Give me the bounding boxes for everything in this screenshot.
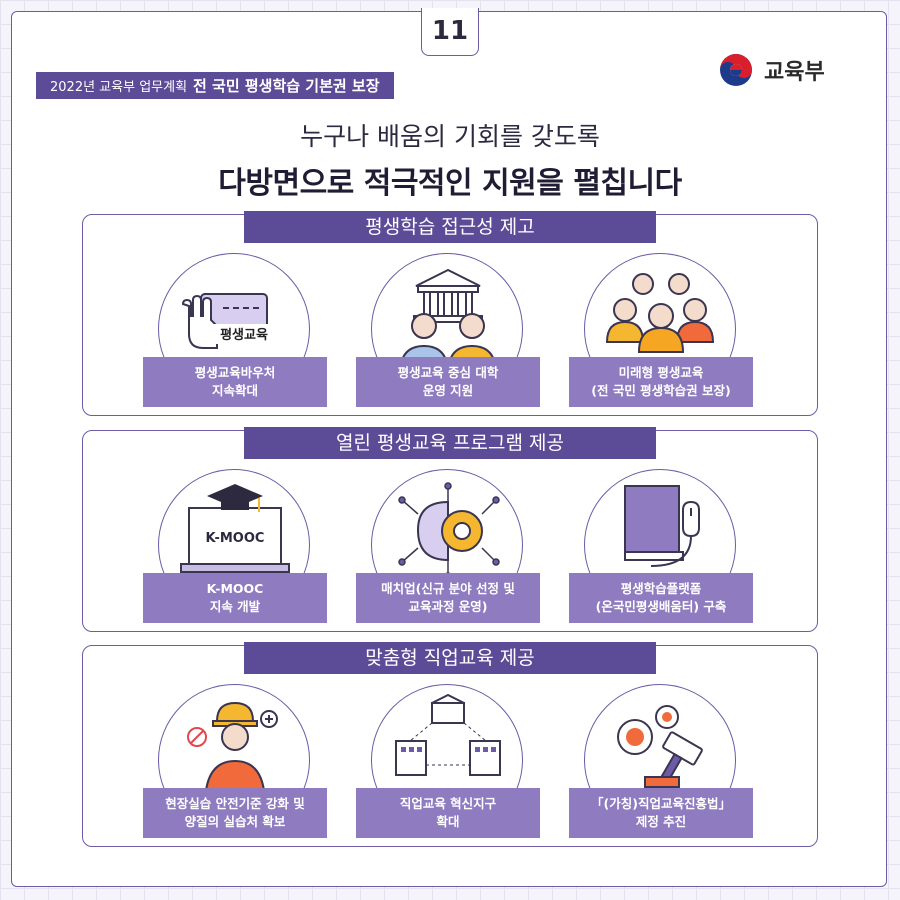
header-prefix: 2022년 교육부 업무계획: [50, 80, 188, 95]
svg-text:K-MOOC: K-MOOC: [206, 531, 265, 546]
law-gavel-icon: [617, 705, 703, 791]
item-label: 평생학습플랫폼 (온국민평생배움터) 구축: [569, 573, 753, 623]
taegeuk-icon: [720, 54, 752, 86]
crowd-people-icon: [605, 273, 715, 353]
item-label: 평생교육 중심 대학 운영 지원: [356, 357, 540, 407]
logo-text: 교육부: [764, 60, 825, 85]
headline-line1: 누구나 배움의 기회를 갖도록: [300, 122, 600, 151]
section-vocational: 맞춤형 직업교육 제공 현장실습 안전기준 강화 및 양질의 실습처 확보: [82, 642, 818, 847]
kmooc-laptop-icon: K-MOOC: [180, 484, 290, 573]
svg-text:평생교육: 평생교육: [220, 327, 268, 343]
item-label: 직업교육 혁신지구 확대: [356, 788, 540, 838]
item-label: 미래형 평생교육 (전 국민 평생학습권 보장): [569, 357, 753, 407]
ministry-logo: 교육부: [716, 50, 825, 90]
section-open-programs: 열린 평생교육 프로그램 제공 K-MOOC K-MOOC 지속 개발: [82, 427, 818, 632]
voucher-card-icon: 평생교육: [181, 293, 277, 349]
item-label: 매치업(신규 분야 선정 및 교육과정 운영): [356, 573, 540, 623]
section-title: 맞춤형 직업교육 제공: [244, 642, 656, 674]
page-number: 11: [421, 8, 479, 56]
safety-worker-icon: [187, 701, 278, 806]
book-mouse-icon: [624, 485, 700, 567]
section-title: 평생학습 접근성 제고: [244, 211, 656, 243]
section-accessibility: 평생학습 접근성 제고 평생교육 평생교육바우처 지속확대: [82, 211, 818, 416]
item-label: 평생교육바우처 지속확대: [143, 357, 327, 407]
headline-line2: 다방면으로 적극적인 지원을 펼칩니다: [218, 166, 682, 201]
header-bar: 2022년 교육부 업무계획 전 국민 평생학습 기본권 보장: [36, 72, 394, 99]
innovation-district-icon: [395, 693, 501, 776]
brain-gear-icon: [398, 482, 500, 580]
item-label: K-MOOC 지속 개발: [143, 573, 327, 623]
section-title: 열린 평생교육 프로그램 제공: [244, 427, 656, 459]
item-label: 현장실습 안전기준 강화 및 양질의 실습처 확보: [143, 788, 327, 838]
item-label: 「(가칭)직업교육진흥법」 제정 추진: [569, 788, 753, 838]
header-title: 전 국민 평생학습 기본권 보장: [193, 77, 380, 95]
